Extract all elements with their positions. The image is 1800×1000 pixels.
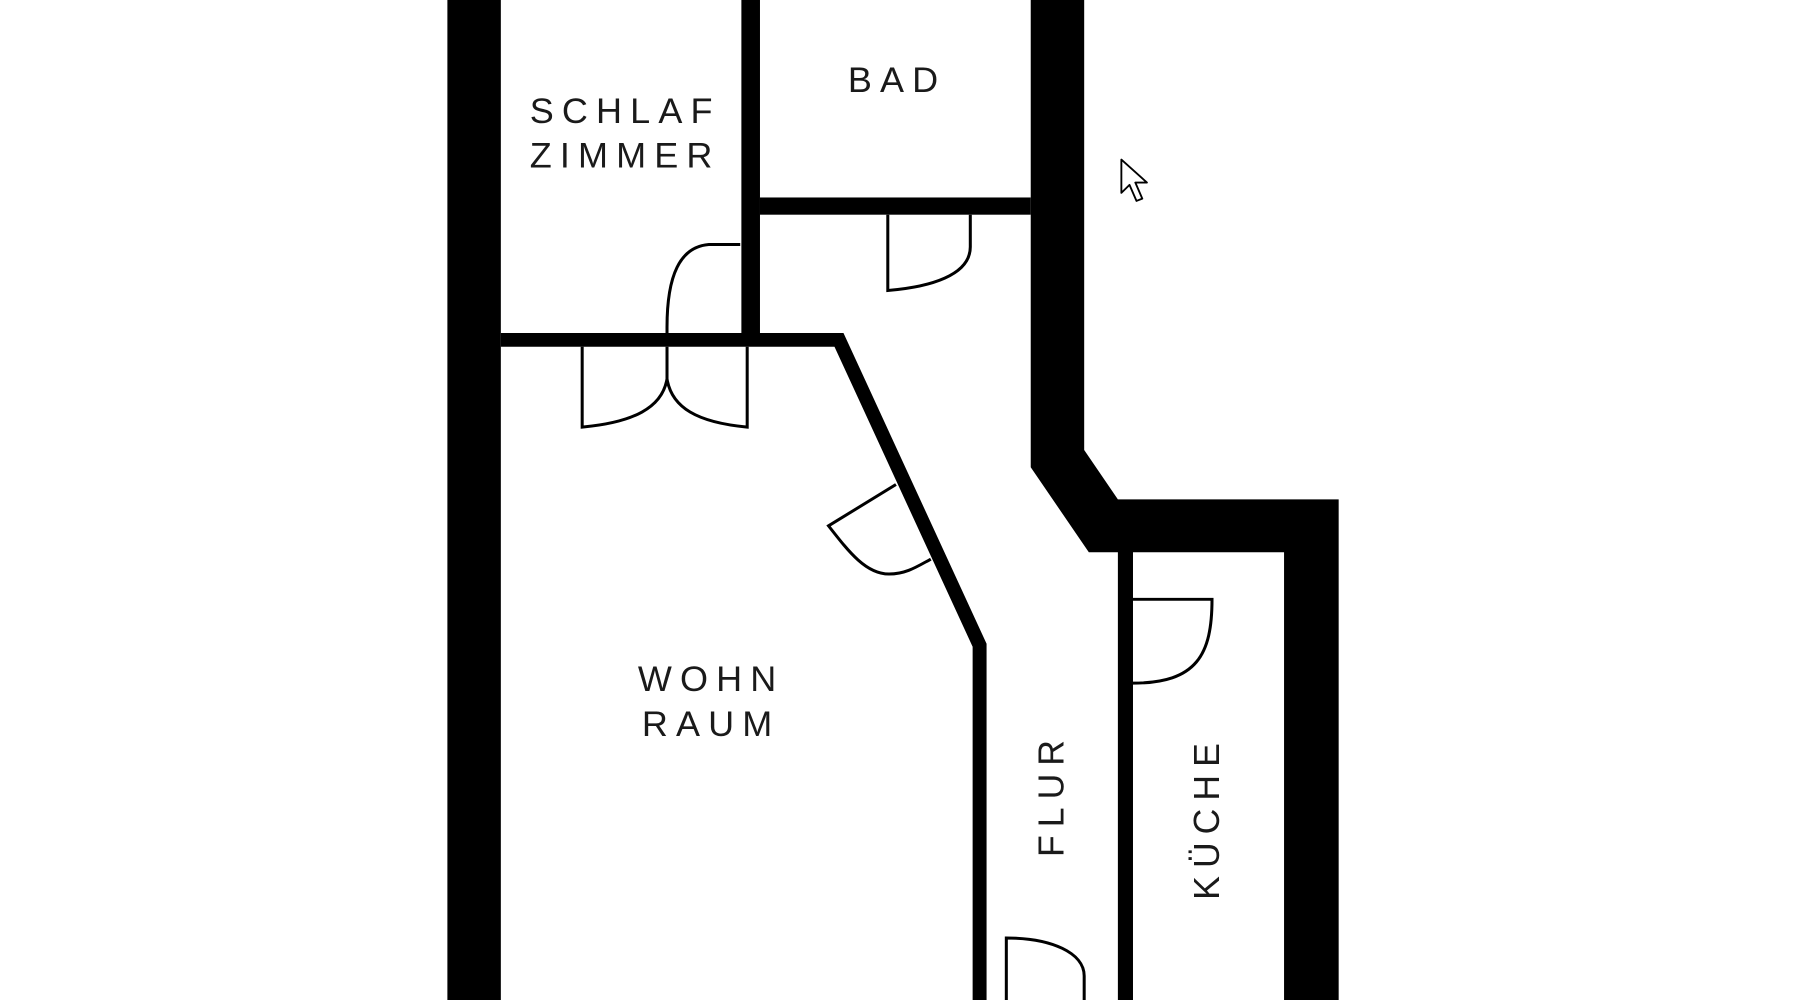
door-kueche (1132, 597, 1214, 685)
wall-bad-bottom (759, 197, 1031, 215)
door-flur-bottom (1004, 936, 1086, 1000)
outer-wall-left (447, 0, 501, 1000)
wall-wohnraum (500, 332, 987, 1000)
door-wohnraum-right (665, 346, 749, 429)
label-kueche: KÜCHE (1187, 735, 1227, 900)
door-bad (886, 214, 972, 293)
outer-wall-right (1030, 0, 1339, 1000)
label-schlafzimmer-1: SCHLAF (530, 91, 721, 131)
label-wohnraum-2: RAUM (642, 704, 781, 744)
label-bad: BAD (848, 60, 946, 100)
door-wohnraum-left (580, 346, 669, 429)
wall-kueche-left (1117, 551, 1133, 1000)
door-schlafzimmer (665, 243, 741, 340)
label-schlafzimmer-2: ZIMMER (530, 136, 721, 176)
arrow-pointer-icon (1120, 158, 1148, 202)
wall-schlaf-bad (741, 0, 760, 340)
label-flur: FLUR (1031, 732, 1071, 857)
label-wohnraum-1: WOHN (638, 659, 785, 699)
door-wohnraum-diagonal (826, 483, 932, 576)
